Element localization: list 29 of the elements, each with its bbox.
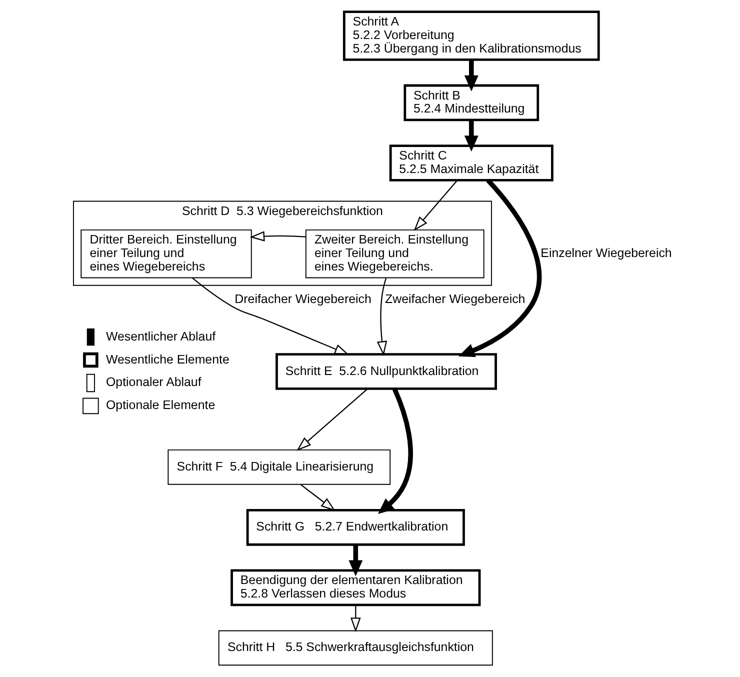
arrow — [376, 278, 388, 356]
legend-label: Wesentliche Elemente — [106, 352, 230, 366]
node-box: Schritt H 5.5 Schwerkraftausgleichsfunktion — [218, 630, 493, 666]
arrow — [464, 120, 478, 152]
node-box: Schritt E 5.2.6 Nullpunktkalibration — [276, 353, 497, 390]
arrow — [350, 605, 361, 632]
arrow — [348, 544, 363, 576]
node-box: Beendigung der elementaren Kalibration 5.2.8 Verlassen dieses Modus — [230, 569, 481, 606]
arrow — [414, 180, 458, 231]
arrow — [250, 231, 306, 242]
node-box: Schritt B 5.2.4 Mindestteilung — [404, 84, 540, 122]
arrow — [300, 484, 336, 512]
node-box: Schritt C 5.2.5 Maximale Kapazität — [389, 144, 554, 182]
node-box: Dritter Bereich. Einstellung einer Teilung und eines Wiegebereichs — [80, 229, 252, 278]
arrow — [192, 278, 350, 355]
legend-label: Wesentlicher Ablauf — [106, 329, 216, 344]
edge-label: Zweifacher Wiegebereich — [385, 292, 526, 306]
arrow — [296, 388, 368, 451]
legend-label: Optionale Elemente — [106, 398, 216, 412]
legend-label: Optionaler Ablauf — [106, 375, 202, 390]
node-box: Schritt A 5.2.2 Vorbereitung 5.2.3 Übergang in den Kalibrationsmodus — [342, 10, 600, 61]
node-box: Schritt G 5.2.7 Endwertkalibration — [246, 509, 465, 546]
arrow — [378, 388, 413, 514]
edge-label: Dreifacher Wiegebereich — [234, 292, 372, 306]
arrow — [464, 60, 478, 92]
node-box: Schritt F 5.4 Digitale Linearisierung — [168, 449, 391, 485]
node-box: Zweiter Bereich. Einstellung einer Teilung und eines Wiegebereichs. — [305, 229, 484, 278]
arrow — [458, 178, 542, 358]
edge-label: Einzelner Wiegebereich — [540, 246, 672, 260]
